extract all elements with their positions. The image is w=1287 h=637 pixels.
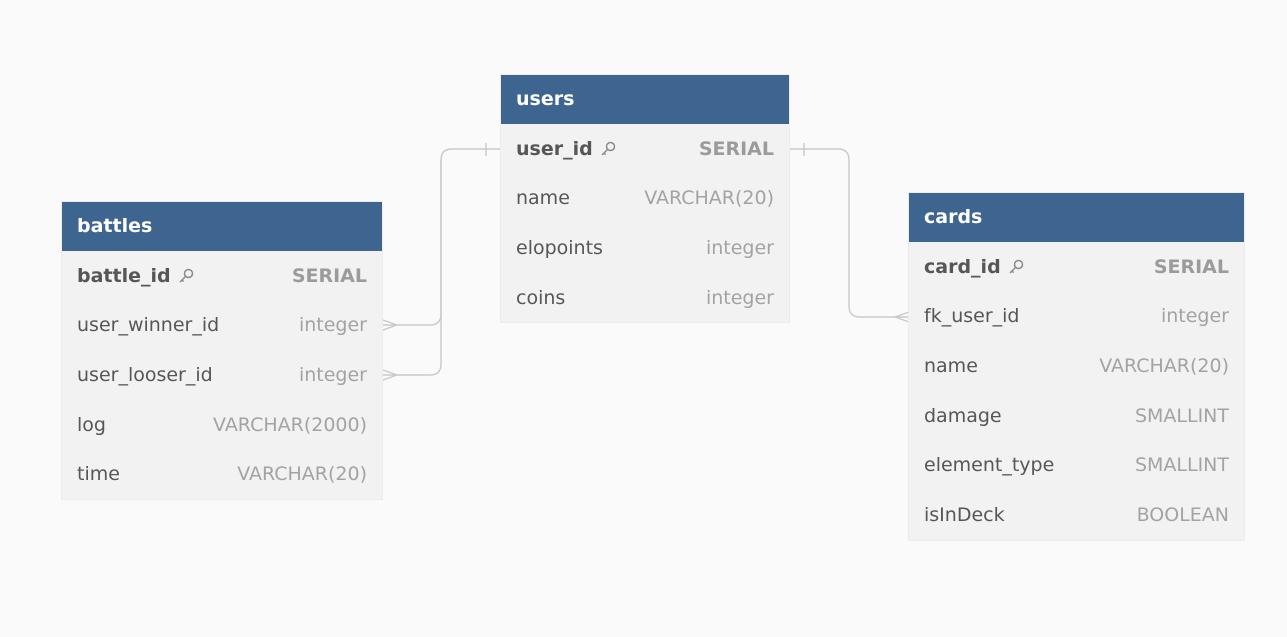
table-battles-title[interactable]: battles: [62, 202, 382, 251]
table-cards-title[interactable]: cards: [909, 193, 1244, 242]
column-row-user-winner-id[interactable]: user_winner_id integer: [62, 301, 382, 351]
column-type: SMALLINT: [1134, 404, 1229, 427]
column-type: VARCHAR(20): [644, 187, 774, 210]
column-type: integer: [705, 236, 774, 259]
column-row-battle-id[interactable]: battle_id SERIAL: [62, 251, 382, 301]
key-icon: [177, 267, 195, 285]
crowfoot-cards: [894, 311, 910, 323]
column-type: VARCHAR(20): [237, 463, 367, 486]
column-name: elopoints: [516, 236, 603, 259]
column-name: name: [924, 354, 978, 377]
column-name: user_id: [516, 137, 593, 160]
column-type: VARCHAR(2000): [213, 413, 367, 436]
column-name: user_winner_id: [77, 314, 220, 337]
crowfoot-looser: [382, 369, 398, 381]
column-type: SERIAL: [291, 264, 367, 287]
column-row-isindeck[interactable]: isInDeck BOOLEAN: [909, 490, 1244, 540]
column-row-time[interactable]: time VARCHAR(20): [62, 449, 382, 499]
column-row-fk-user-id[interactable]: fk_user_id integer: [909, 292, 1244, 342]
column-type: SMALLINT: [1134, 454, 1229, 477]
column-row-user-looser-id[interactable]: user_looser_id integer: [62, 350, 382, 400]
key-icon: [599, 140, 617, 158]
column-row-coins[interactable]: coins integer: [501, 273, 789, 323]
column-name: battle_id: [77, 264, 171, 287]
column-name: card_id: [924, 255, 1001, 278]
relation-battles-winner-users: [383, 148, 501, 326]
column-name: coins: [516, 286, 566, 309]
column-type: SERIAL: [1153, 255, 1229, 278]
column-name: log: [77, 413, 106, 436]
column-name: fk_user_id: [924, 305, 1020, 328]
table-users[interactable]: users user_id SERIAL name VARCHAR(20) el…: [501, 75, 789, 323]
column-type: BOOLEAN: [1136, 503, 1229, 526]
column-type: integer: [298, 363, 367, 386]
key-icon: [1007, 258, 1025, 276]
column-row-elopoints[interactable]: elopoints integer: [501, 223, 789, 273]
relation-battles-looser-users: [383, 160, 442, 376]
table-battles[interactable]: battles battle_id SERIAL user_winner_id …: [62, 202, 382, 499]
column-name: time: [77, 463, 120, 486]
column-row-element-type[interactable]: element_type SMALLINT: [909, 440, 1244, 490]
crowfoot-winner: [382, 319, 398, 331]
column-type: integer: [1160, 305, 1229, 328]
column-row-log[interactable]: log VARCHAR(2000): [62, 400, 382, 450]
column-name: element_type: [924, 454, 1055, 477]
table-cards[interactable]: cards card_id SERIAL fk_user_id integer …: [909, 193, 1244, 540]
column-row-user-id[interactable]: user_id SERIAL: [501, 124, 789, 174]
column-name: isInDeck: [924, 503, 1005, 526]
column-type: integer: [298, 314, 367, 337]
column-type: SERIAL: [698, 137, 774, 160]
column-row-card-id[interactable]: card_id SERIAL: [909, 242, 1244, 292]
relation-users-cards: [789, 148, 909, 318]
column-row-damage[interactable]: damage SMALLINT: [909, 391, 1244, 441]
column-type: integer: [705, 286, 774, 309]
column-name: damage: [924, 404, 1002, 427]
column-row-name[interactable]: name VARCHAR(20): [501, 174, 789, 224]
column-name: name: [516, 187, 570, 210]
table-users-title[interactable]: users: [501, 75, 789, 124]
column-name: user_looser_id: [77, 363, 213, 386]
column-type: VARCHAR(20): [1099, 354, 1229, 377]
column-row-name[interactable]: name VARCHAR(20): [909, 341, 1244, 391]
